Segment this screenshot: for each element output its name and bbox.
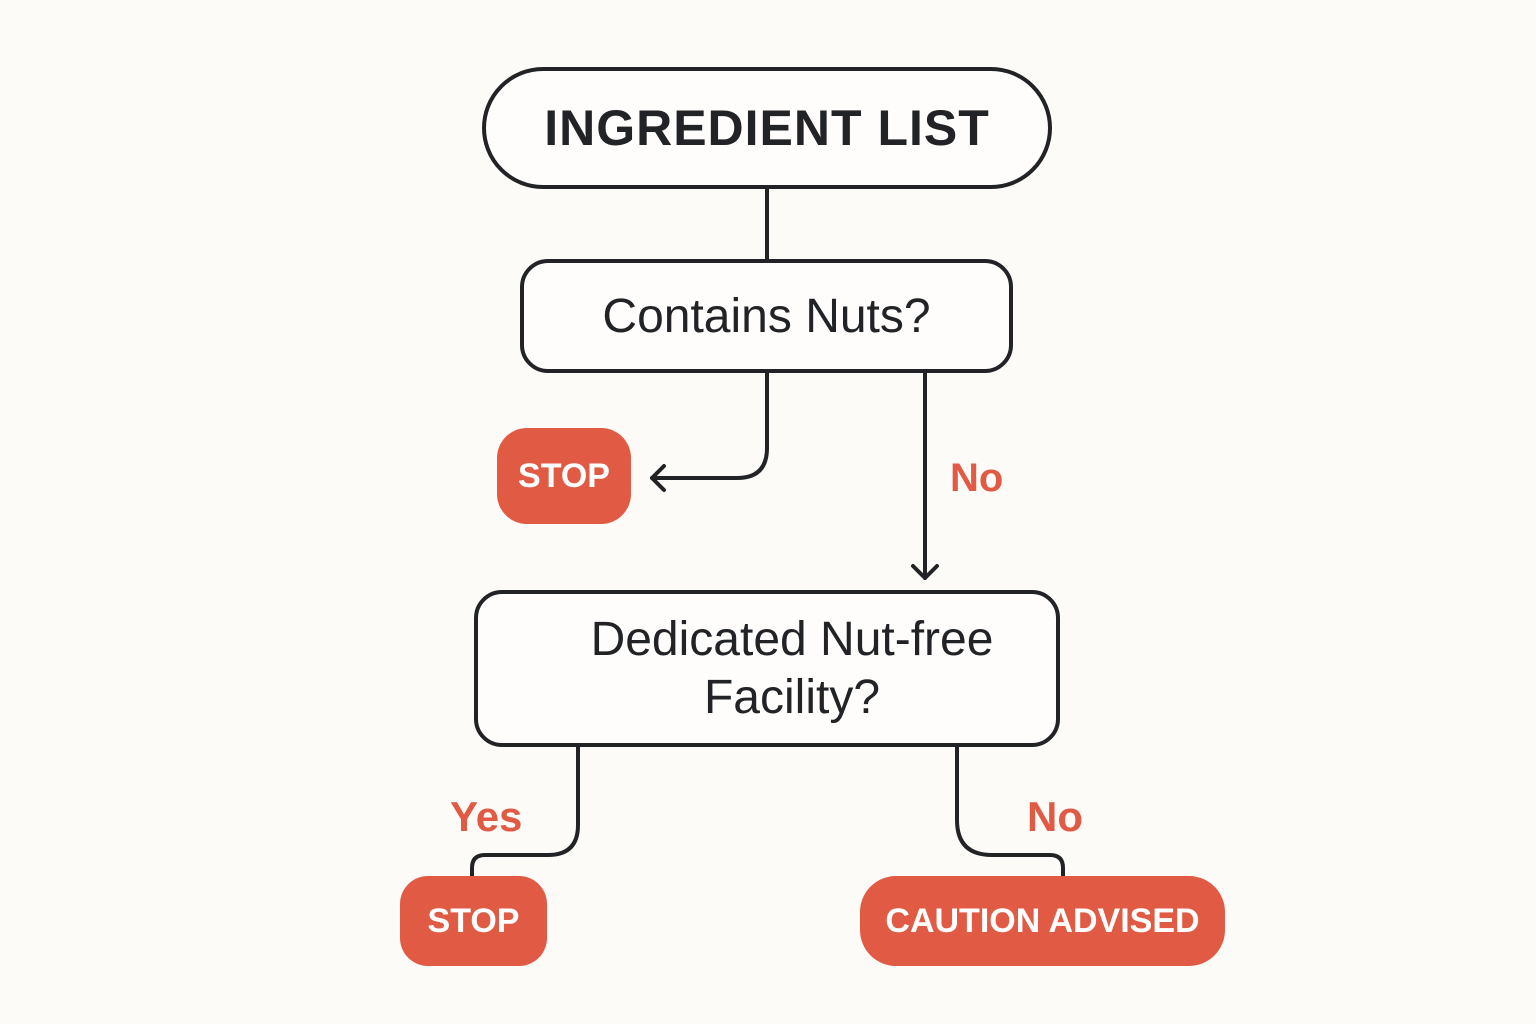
caution-advised-terminal: CAUTION ADVISED — [860, 876, 1225, 966]
contains-nuts-text: Contains Nuts? — [602, 289, 931, 343]
stop-terminal-1: STOP — [497, 428, 631, 524]
ingredient-list-node: INGREDIENT LIST — [482, 67, 1052, 189]
nut-free-facility-line2: Facility? — [703, 670, 881, 724]
no-label-2: No — [1027, 793, 1083, 840]
stop-terminal-2: STOP — [400, 876, 547, 966]
caution-advised-text: CAUTION ADVISED — [885, 901, 1200, 940]
nut-free-facility-node: Dedicated Nut-free Facility? — [474, 590, 1060, 747]
ingredient-list-text: INGREDIENT LIST — [544, 100, 990, 156]
stop-text-2: STOP — [427, 901, 520, 940]
yes-label: Yes — [450, 793, 523, 840]
nut-free-facility-line1: Dedicated Nut-free — [590, 612, 994, 666]
stop-text-1: STOP — [518, 456, 610, 495]
contains-nuts-node: Contains Nuts? — [520, 259, 1013, 373]
no-label-1: No — [950, 456, 1004, 500]
